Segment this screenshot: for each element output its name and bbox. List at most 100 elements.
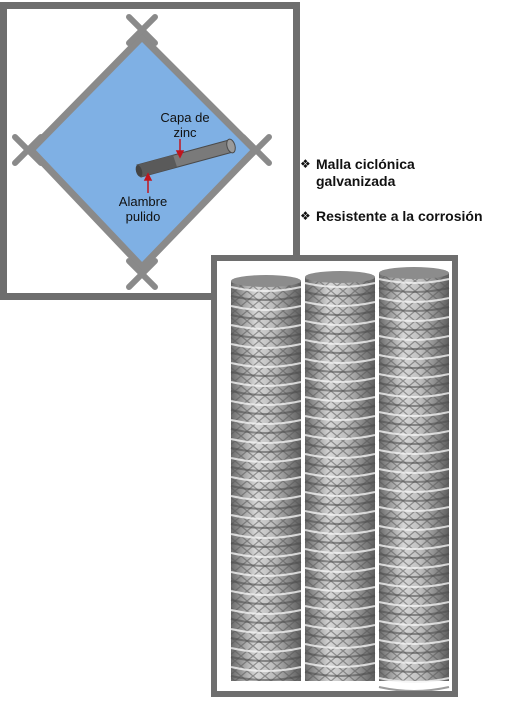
mesh-roll-top [379, 267, 449, 279]
mesh-roll-shadow [378, 591, 450, 597]
mesh-roll-shadow [230, 447, 302, 453]
mesh-roll-top [305, 271, 375, 283]
zinc-label-line1: Capa de [160, 110, 210, 125]
mesh-roll [304, 271, 376, 681]
mesh-roll-shadow [378, 325, 450, 331]
mesh-diagram-frame: Capa de zinc Alambre pulido [0, 2, 300, 300]
mesh-roll-band [378, 316, 450, 322]
feature-text-line1: Malla ciclónica [316, 156, 415, 172]
mesh-roll-band [304, 320, 376, 326]
mesh-roll-shadow [230, 371, 302, 377]
mesh-roll-band [304, 567, 376, 573]
feature-list: ❖ Malla ciclónica galvanizada ❖ Resisten… [300, 156, 508, 225]
mesh-roll-shadow [230, 466, 302, 472]
mesh-roll-band [230, 647, 302, 653]
mesh-roll-shadow [230, 637, 302, 643]
mesh-roll-shadow [304, 329, 376, 335]
wire-label-line2: pulido [125, 209, 161, 224]
mesh-roll-band [378, 373, 450, 379]
mesh-roll-shadow [378, 534, 450, 540]
mesh-roll-shadow [304, 405, 376, 411]
mesh-roll-band [378, 297, 450, 303]
mesh-roll-band [304, 472, 376, 478]
mesh-roll-shadow [230, 485, 302, 491]
mesh-roll-band [304, 548, 376, 554]
mesh-roll-shadow [230, 656, 302, 662]
mesh-roll-band [230, 571, 302, 577]
mesh-roll-band [230, 476, 302, 482]
mesh-roll-shadow [304, 291, 376, 297]
mesh-roll-shadow [230, 352, 302, 358]
polished-wire-label: Alambre pulido [103, 194, 183, 224]
mesh-roll-shadow [378, 344, 450, 350]
mesh-roll-shadow [230, 599, 302, 605]
mesh-roll-band [230, 552, 302, 558]
mesh-roll-shadow [378, 382, 450, 388]
mesh-roll-shadow [304, 367, 376, 373]
mesh-roll-shadow [378, 363, 450, 369]
mesh-roll-shadow [304, 652, 376, 658]
mesh-roll-band [304, 643, 376, 649]
feature-text-line1: Resistente a la corrosión [316, 208, 483, 224]
mesh-roll-shadow [304, 424, 376, 430]
mesh-roll-shadow [378, 686, 450, 691]
mesh-roll-shadow [230, 618, 302, 624]
mesh-roll-band [304, 605, 376, 611]
mesh-roll-band [230, 514, 302, 520]
mesh-roll-shadow [304, 481, 376, 487]
mesh-roll-band [304, 339, 376, 345]
mesh-roll-band [378, 544, 450, 550]
mesh-roll-shadow [304, 595, 376, 601]
mesh-roll-band [230, 400, 302, 406]
mesh-roll-band [304, 586, 376, 592]
mesh-roll-band [230, 286, 302, 292]
mesh-roll-shadow [304, 443, 376, 449]
mesh-roll-band [378, 525, 450, 531]
mesh-roll-shadow [378, 439, 450, 445]
feature-item-corrosion: ❖ Resistente a la corrosión [300, 208, 508, 225]
mesh-roll-band [378, 506, 450, 512]
mesh-roll-band [230, 590, 302, 596]
mesh-roll-band [378, 392, 450, 398]
mesh-roll-band [304, 415, 376, 421]
mesh-roll-band [230, 457, 302, 463]
mesh-roll-shadow [378, 553, 450, 559]
label-arrows [143, 139, 185, 193]
mesh-roll-band [304, 282, 376, 288]
mesh-roll-band [230, 305, 302, 311]
mesh-roll-shadow [304, 348, 376, 354]
feature-text-line2: galvanizada [316, 173, 396, 189]
mesh-roll-top [231, 275, 301, 287]
mesh-roll-band [378, 582, 450, 588]
mesh-roll-band [230, 533, 302, 539]
mesh-roll-band [230, 495, 302, 501]
mesh-roll-shadow [378, 629, 450, 635]
mesh-roll-band [230, 324, 302, 330]
mesh-rolls-image [230, 267, 450, 691]
mesh-roll-band [230, 609, 302, 615]
mesh-roll-band [304, 529, 376, 535]
mesh-roll-shadow [378, 572, 450, 578]
mesh-roll-band [378, 468, 450, 474]
mesh-roll-band [378, 677, 450, 683]
mesh-roll-shadow [304, 557, 376, 563]
mesh-roll-shadow [304, 671, 376, 677]
mesh-roll-shadow [378, 401, 450, 407]
mesh-roll-band [304, 662, 376, 668]
diamond-bullet-icon: ❖ [300, 157, 311, 171]
mesh-roll-shadow [304, 386, 376, 392]
mesh-roll-band [304, 453, 376, 459]
mesh-roll-shadow [378, 496, 450, 502]
mesh-roll-shadow [230, 542, 302, 548]
mesh-roll-band [378, 430, 450, 436]
mesh-roll-shadow [230, 523, 302, 529]
mesh-rolls-frame [211, 255, 458, 697]
mesh-roll-band [378, 563, 450, 569]
mesh-roll-shadow [230, 333, 302, 339]
mesh-roll-band [378, 601, 450, 607]
mesh-roll-shadow [304, 462, 376, 468]
mesh-roll-shadow [230, 295, 302, 301]
mesh-roll-band [378, 411, 450, 417]
mesh-roll-band [378, 449, 450, 455]
mesh-roll-shadow [304, 633, 376, 639]
